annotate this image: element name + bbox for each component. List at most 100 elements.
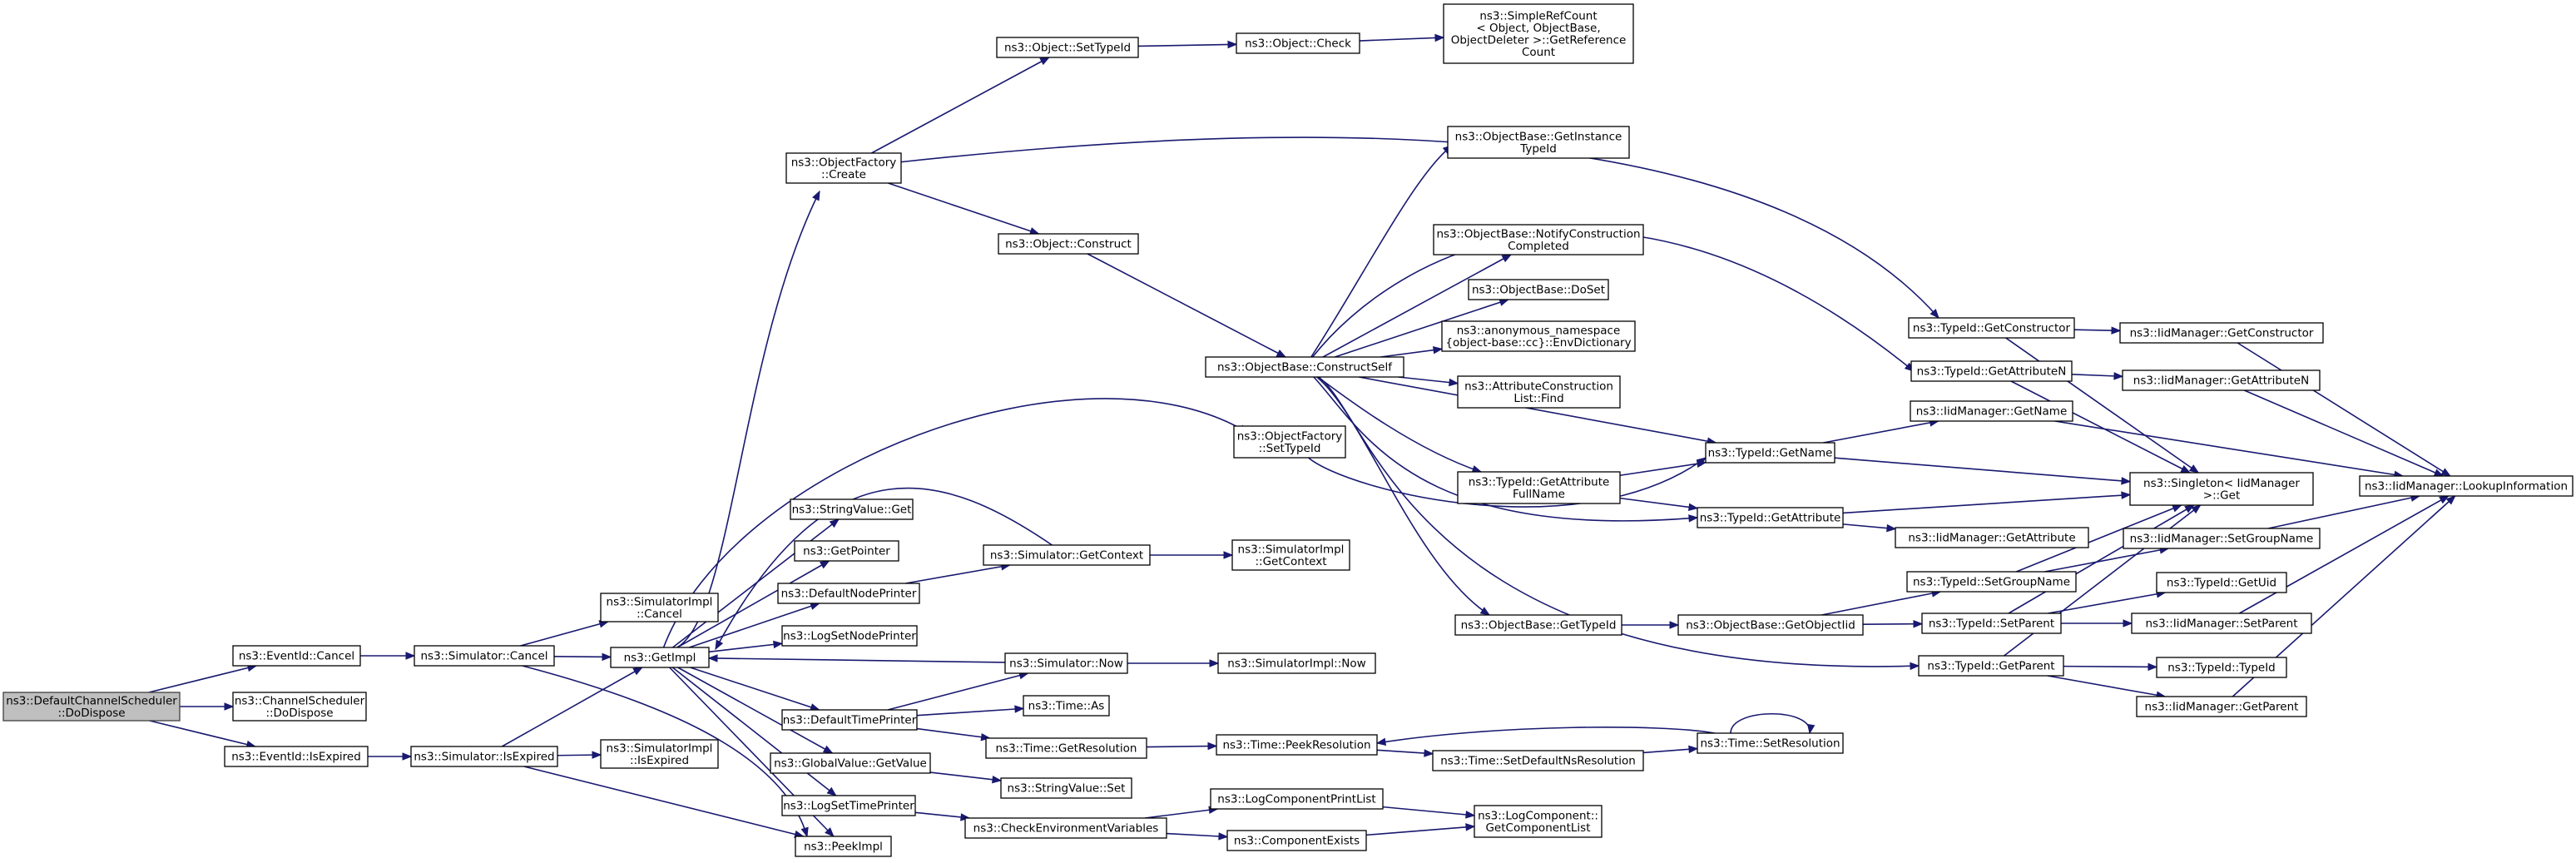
node-dcs-dodispose[interactable]: ns3::DefaultChannelScheduler::DoDispose bbox=[2, 692, 181, 722]
node-typeid-typeid[interactable]: ns3::TypeId::TypeId bbox=[2156, 657, 2287, 678]
node-simimpl-isexpired[interactable]: ns3::SimulatorImpl::IsExpired bbox=[600, 739, 719, 769]
node-label: >::Get bbox=[2203, 489, 2240, 502]
node-logcomponentprintlist[interactable]: ns3::LogComponentPrintList bbox=[1210, 788, 1384, 810]
node-label: ns3::GlobalValue::GetValue bbox=[774, 757, 927, 771]
node-iid-getparent[interactable]: ns3::IidManager::GetParent bbox=[2136, 696, 2307, 717]
edge-object-check-to-simplerefcount-arrowhead bbox=[1434, 33, 1445, 42]
edge-typeid-getconstructor-to-singleton-get-arrowhead bbox=[2188, 464, 2200, 474]
edge-sim-getcontext-to-getimpl bbox=[715, 487, 1053, 650]
edge-typeid-getparent-to-iid-getparent bbox=[2047, 675, 2166, 697]
node-typeid-getname[interactable]: ns3::TypeId::GetName bbox=[1705, 442, 1835, 464]
edge-typeid-setgroupname-to-singleton-get-arrowhead bbox=[2172, 504, 2182, 513]
node-label: ns3::ObjectFactory bbox=[1237, 429, 1343, 443]
node-simimpl-now[interactable]: ns3::SimulatorImpl::Now bbox=[1217, 652, 1376, 674]
node-typeid-setgroupname[interactable]: ns3::TypeId::SetGroupName bbox=[1906, 571, 2077, 593]
node-box bbox=[1231, 539, 1350, 571]
node-eventid-isexpired[interactable]: ns3::EventId::IsExpired bbox=[224, 746, 369, 767]
node-object-settypeid[interactable]: ns3::Object::SetTypeId bbox=[996, 37, 1139, 58]
node-stringvalue-get[interactable]: ns3::StringValue::Get bbox=[790, 498, 914, 520]
node-typeid-getattribute[interactable]: ns3::TypeId::GetAttribute bbox=[1697, 507, 1844, 528]
edge-logcomponentprintlist-to-logcomponent-getcomponentlist bbox=[1382, 806, 1475, 816]
edge-sim-isexpired-to-simimpl-isexpired-arrowhead bbox=[592, 751, 602, 759]
node-box bbox=[2136, 696, 2307, 717]
node-label: ns3::Object::Construct bbox=[1005, 238, 1132, 251]
node-typeid-getuid[interactable]: ns3::TypeId::GetUid bbox=[2156, 572, 2287, 593]
node-iid-lookupinformation[interactable]: ns3::IidManager::LookupInformation bbox=[2359, 475, 2574, 497]
node-time-peekresolution[interactable]: ns3::Time::PeekResolution bbox=[1216, 734, 1378, 756]
node-box bbox=[2123, 528, 2321, 549]
node-logsetnodeprinter[interactable]: ns3::LogSetNodePrinter bbox=[781, 625, 918, 647]
edge-objectbase-constructself-to-ob-gettypeid bbox=[1316, 376, 1490, 616]
node-iid-getconstructor[interactable]: ns3::IidManager::GetConstructor bbox=[2119, 322, 2324, 344]
node-label: ns3::CheckEnvironmentVariables bbox=[973, 822, 1159, 836]
node-label: ns3::ChannelScheduler bbox=[235, 694, 365, 707]
node-simimpl-cancel[interactable]: ns3::SimulatorImpl::Cancel bbox=[600, 593, 719, 622]
edge-globalvalue-getvalue-to-stringvalue-set-arrowhead bbox=[992, 776, 1003, 784]
node-iid-getname[interactable]: ns3::IidManager::GetName bbox=[1910, 400, 2073, 422]
node-componentexists[interactable]: ns3::ComponentExists bbox=[1226, 830, 1367, 851]
node-logcomponent-getcomponentlist[interactable]: ns3::LogComponent::GetComponentList bbox=[1474, 805, 1603, 838]
node-time-getresolution[interactable]: ns3::Time::GetResolution bbox=[985, 737, 1147, 759]
node-label: ns3::ObjectBase::ConstructSelf bbox=[1217, 361, 1393, 374]
edge-objectbase-constructself-to-anon-envdictionary bbox=[1380, 348, 1443, 358]
node-sim-getcontext[interactable]: ns3::Simulator::GetContext bbox=[983, 544, 1151, 566]
node-iid-getattribute[interactable]: ns3::IidManager::GetAttribute bbox=[1895, 527, 2089, 548]
node-peekimpl[interactable]: ns3::PeekImpl bbox=[795, 836, 892, 857]
node-getpointer[interactable]: ns3::GetPointer bbox=[794, 540, 899, 562]
edge-sim-cancel-to-getimpl-arrowhead bbox=[602, 652, 612, 662]
node-label: ns3::StringValue::Set bbox=[1008, 782, 1126, 796]
node-typeid-getparent[interactable]: ns3::TypeId::GetParent bbox=[1918, 655, 2064, 677]
node-typeid-getattributen[interactable]: ns3::TypeId::GetAttributeN bbox=[1910, 360, 2073, 382]
node-time-as[interactable]: ns3::Time::As bbox=[1023, 695, 1110, 717]
node-defaultnodeprinter[interactable]: ns3::DefaultNodePrinter bbox=[777, 583, 920, 604]
node-ob-getobjectiid[interactable]: ns3::ObjectBase::GetObjectIid bbox=[1677, 614, 1864, 636]
node-time-setdefaultnsresolution[interactable]: ns3::Time::SetDefaultNsResolution bbox=[1432, 750, 1644, 771]
node-of-settypeid[interactable]: ns3::ObjectFactory::SetTypeId bbox=[1233, 425, 1346, 459]
node-iid-setparent[interactable]: ns3::IidManager::SetParent bbox=[2131, 613, 2312, 634]
node-globalvalue-getvalue[interactable]: ns3::GlobalValue::GetValue bbox=[770, 752, 931, 774]
node-label: ::Create bbox=[821, 168, 866, 181]
node-label: ns3::SimulatorImpl bbox=[1238, 543, 1345, 556]
node-getimpl[interactable]: ns3::GetImpl bbox=[610, 647, 710, 668]
node-object-check[interactable]: ns3::Object::Check bbox=[1236, 32, 1360, 54]
node-logsettimeprinter[interactable]: ns3::LogSetTimePrinter bbox=[781, 795, 916, 816]
node-label: ns3::SimulatorImpl::Now bbox=[1227, 657, 1365, 671]
node-of-create[interactable]: ns3::ObjectFactory::Create bbox=[785, 152, 902, 184]
edge-getimpl-to-logsetnodeprinter-arrowhead bbox=[773, 640, 784, 649]
edge-typeid-getparent-to-typeid-typeid-arrowhead bbox=[2147, 662, 2158, 672]
node-anon-envdictionary[interactable]: ns3::anonymous_namespace{object-base::cc… bbox=[1441, 320, 1636, 352]
node-typeid-setparent[interactable]: ns3::TypeId::SetParent bbox=[1921, 613, 2062, 634]
node-box bbox=[1233, 425, 1346, 459]
node-sim-now[interactable]: ns3::Simulator::Now bbox=[1004, 652, 1128, 674]
edge-typeid-getname-to-iid-getname bbox=[1823, 420, 1939, 444]
node-cs-dodispose[interactable]: ns3::ChannelScheduler::DoDispose bbox=[232, 692, 367, 722]
node-typeid-getconstructor[interactable]: ns3::TypeId::GetConstructor bbox=[1908, 317, 2075, 339]
node-singleton-get[interactable]: ns3::Singleton< IidManager >::Get bbox=[2129, 472, 2314, 506]
node-sim-isexpired[interactable]: ns3::Simulator::IsExpired bbox=[410, 746, 558, 767]
node-time-setresolution[interactable]: ns3::Time::SetResolution bbox=[1697, 732, 1844, 754]
node-sim-cancel[interactable]: ns3::Simulator::Cancel bbox=[414, 645, 555, 667]
node-simimpl-getcontext[interactable]: ns3::SimulatorImpl::GetContext bbox=[1231, 539, 1350, 571]
node-objectbase-constructself[interactable]: ns3::ObjectBase::ConstructSelf bbox=[1205, 356, 1404, 378]
edge-time-peekresolution-to-time-setdefaultnsresolution bbox=[1376, 749, 1434, 755]
edge-iid-setparent-to-iid-lookupinformation-arrowhead bbox=[2439, 495, 2450, 504]
node-defaulttimeprinter[interactable]: ns3::DefaultTimePrinter bbox=[781, 709, 918, 731]
node-iid-getattributen[interactable]: ns3::IidManager::GetAttributeN bbox=[2122, 370, 2321, 391]
node-checkenvvars[interactable]: ns3::CheckEnvironmentVariables bbox=[964, 817, 1167, 839]
node-ob-doset[interactable]: ns3::ObjectBase::DoSet bbox=[1468, 279, 1609, 300]
node-box bbox=[1023, 695, 1110, 717]
edge-sim-now-to-getimpl bbox=[708, 657, 1006, 663]
node-simplerefcount[interactable]: ns3::SimpleRefCount< Object, ObjectBase,… bbox=[1443, 3, 1634, 64]
node-ob-gettypeid[interactable]: ns3::ObjectBase::GetTypeId bbox=[1454, 614, 1622, 636]
edge-componentexists-to-logcomponent-getcomponentlist-arrowhead bbox=[1465, 823, 1476, 831]
node-label: ns3::DefaultNodePrinter bbox=[781, 588, 917, 601]
node-box bbox=[781, 795, 916, 816]
node-eventid-cancel[interactable]: ns3::EventId::Cancel bbox=[232, 645, 361, 667]
node-stringvalue-set[interactable]: ns3::StringValue::Set bbox=[1000, 777, 1132, 799]
node-iid-setgroupname[interactable]: ns3::IidManager::SetGroupName bbox=[2123, 528, 2321, 549]
node-ob-notifyconstructioncompleted[interactable]: ns3::ObjectBase::NotifyConstructionCompl… bbox=[1433, 224, 1644, 255]
node-object-construct[interactable]: ns3::Object::Construct bbox=[998, 233, 1139, 255]
